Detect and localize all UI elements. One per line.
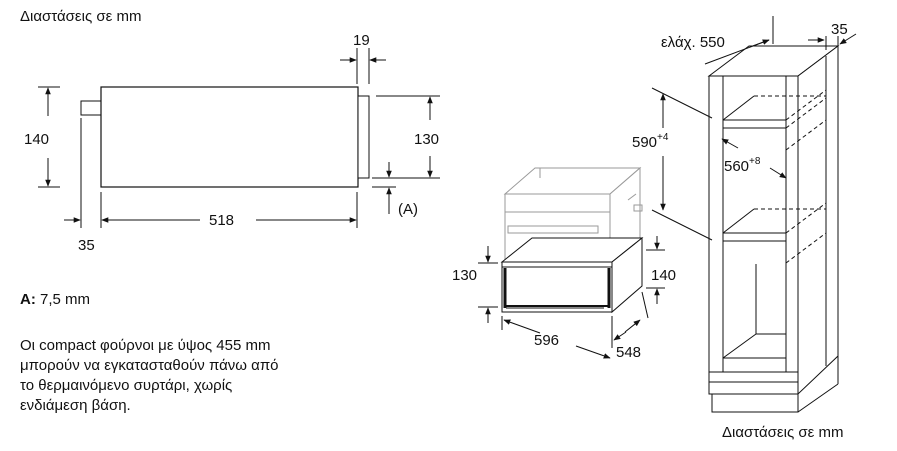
label-590-tolerance: +4: [657, 132, 669, 143]
note-a-key: A:: [20, 291, 36, 308]
drawer-front: [357, 95, 370, 179]
label-min-depth: ελάχ. 550: [661, 34, 725, 51]
label-518: 518: [209, 212, 234, 229]
label-140: 140: [24, 131, 49, 148]
side-view: [38, 48, 440, 228]
iso-view: [478, 166, 665, 359]
installation-note-line-1: Οι compact φούρνοι με ύψος 455 mm: [20, 337, 271, 354]
label-560: 560+8: [724, 156, 761, 175]
installation-note-line-4: ενδιάμεση βάση.: [20, 397, 131, 414]
note-a-value: 7,5 mm: [35, 291, 91, 308]
label-130-iso: 130: [452, 267, 477, 284]
label-560-value: 560: [724, 158, 749, 175]
installation-note: Οι compact φούρνοι με ύψος 455 mm μπορού…: [20, 336, 279, 416]
drawer-handle: [80, 100, 102, 116]
label-596: 596: [534, 332, 559, 349]
label-140-iso: 140: [651, 267, 676, 284]
label-560-tolerance: +8: [749, 156, 761, 167]
cabinet-view: [651, 16, 857, 413]
installation-note-line-2: μπορούν να εγκατασταθούν πάνω από: [20, 357, 279, 374]
label-590: 590+4: [632, 132, 669, 151]
note-a: A: 7,5 mm: [20, 290, 90, 310]
label-a: (A): [398, 201, 418, 218]
label-548: 548: [616, 344, 641, 361]
side-view-title: Διαστάσεις σε mm: [20, 8, 142, 25]
drawer-body: [100, 86, 359, 188]
installation-note-line-3: το θερμαινόμενο συρτάρι, χωρίς: [20, 377, 233, 394]
label-35-handle: 35: [78, 237, 95, 254]
cabinet-view-title: Διαστάσεις σε mm: [722, 424, 844, 441]
warming-drawer: [500, 236, 644, 314]
label-19: 19: [353, 32, 370, 49]
label-590-value: 590: [632, 134, 657, 151]
label-130: 130: [414, 131, 439, 148]
label-35-side: 35: [831, 21, 848, 38]
cabinet-front-left: [708, 75, 724, 395]
